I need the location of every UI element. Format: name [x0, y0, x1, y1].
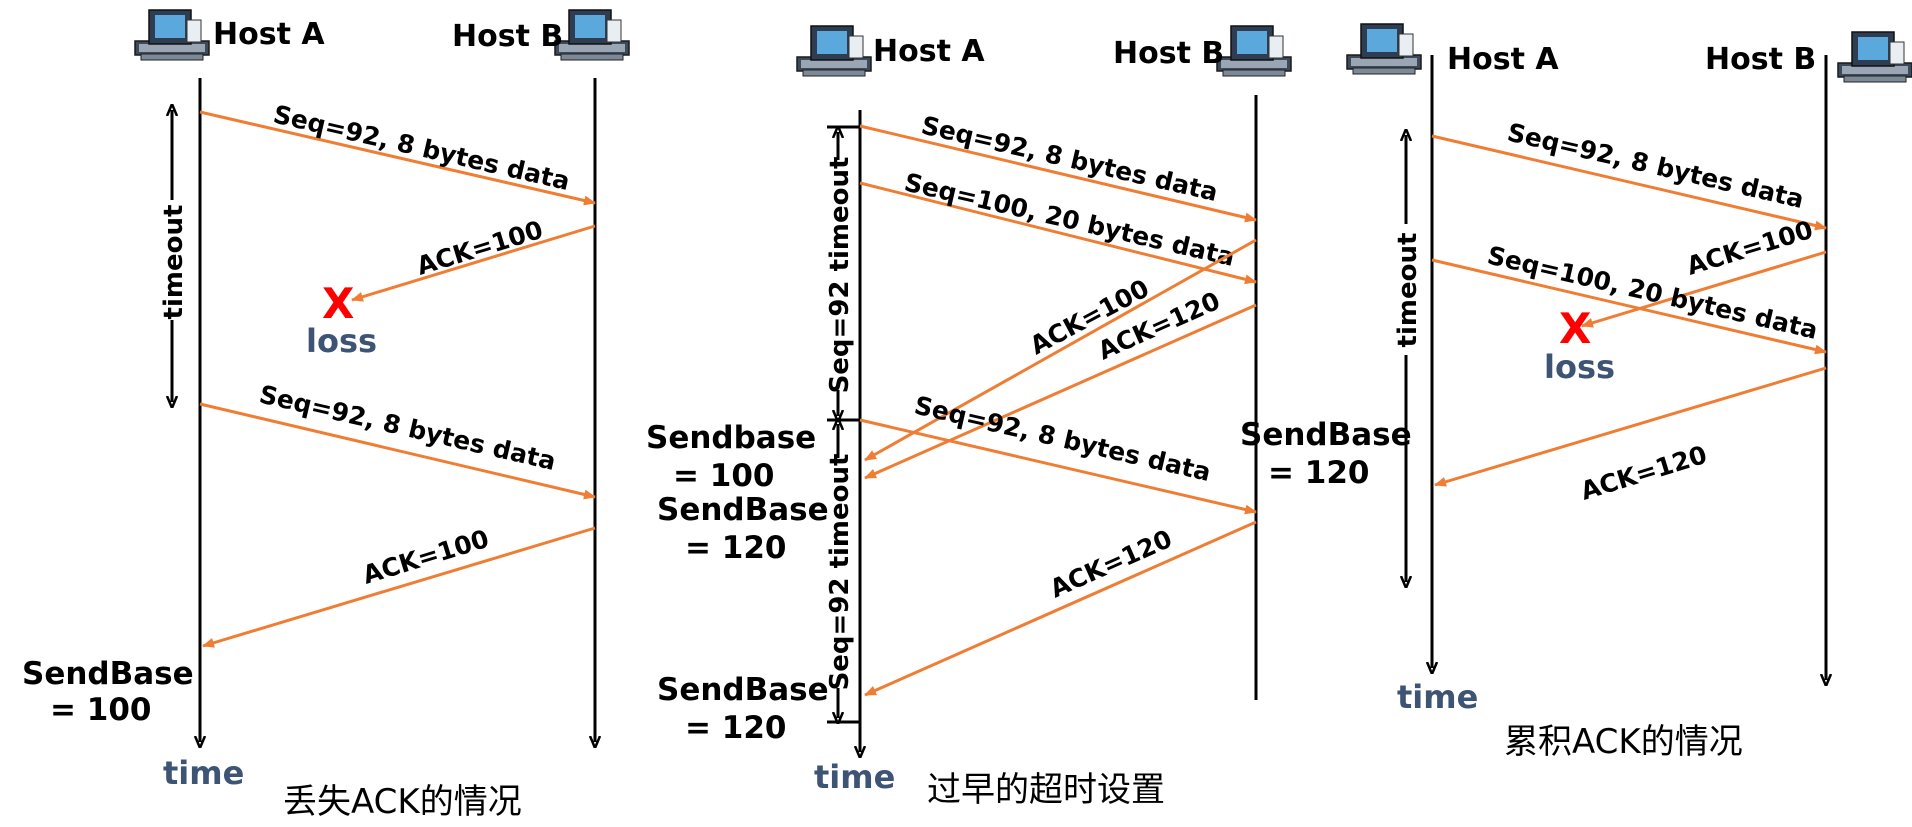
msg-ack100: [202, 526, 596, 648]
host-b-computer-icon: [554, 9, 630, 61]
msg-seq92: [1431, 134, 1827, 231]
msg-seq100: [859, 181, 1257, 285]
host-b-computer-icon: [1837, 31, 1912, 83]
loss-label: loss: [306, 322, 377, 360]
msg-seq92-label: Seq=92, 8 bytes data: [1505, 118, 1807, 214]
host-a-computer-icon: [796, 25, 872, 77]
sendbase-3-value: = 120: [685, 710, 786, 746]
timeout1-label: Seq=92 timeout: [825, 157, 855, 394]
host-a-computer-icon: [1346, 23, 1422, 75]
diagram-cumulative-ack: Host A Host B timeout Seq=92, 8 bytes da…: [1346, 23, 1912, 762]
msg-seq92: [859, 124, 1257, 223]
sendbase-hostb-value: = 120: [1268, 455, 1369, 491]
sendbase-3-label: SendBase: [657, 672, 829, 708]
msg-ack120-2: [864, 520, 1257, 697]
sendbase-1-label: Sendbase: [646, 420, 816, 456]
sendbase-1-value: = 100: [673, 458, 774, 494]
msg-seq92-retransmit: [199, 402, 596, 500]
timeout-label: timeout: [1393, 233, 1423, 348]
msg-ack100-label: ACK=100: [1683, 215, 1816, 281]
msg-seq92-label: Seq=92, 8 bytes data: [271, 100, 573, 196]
timeout2-label: Seq=92 timeout: [825, 454, 855, 691]
caption-premature-timeout: 过早的超时设置: [927, 770, 1165, 810]
sendbase-label: SendBase: [22, 656, 194, 692]
time-label: time: [163, 754, 244, 792]
host-a-computer-icon: [134, 9, 210, 61]
msg-ack100-lost: [351, 224, 596, 302]
msg-ack100: [864, 238, 1257, 462]
loss-label: loss: [1544, 348, 1615, 386]
msg-seq100: [1431, 258, 1827, 355]
msg-ack120: [1434, 366, 1827, 487]
host-b-computer-icon: [1216, 25, 1292, 77]
caption-lost-ack: 丢失ACK的情况: [283, 782, 522, 822]
host-a-label: Host A: [213, 17, 325, 52]
msg-ack120-2-label: ACK=120: [1046, 524, 1177, 603]
msg-ack100-lost: [1581, 250, 1827, 328]
host-b-label: Host B: [452, 19, 563, 54]
diagram-premature-timeout: Host A Host B Seq=92 timeout Seq=92 time…: [646, 25, 1412, 810]
host-b-label: Host B: [1113, 36, 1224, 71]
caption-cumulative-ack: 累积ACK的情况: [1504, 722, 1743, 762]
sendbase-hostb-label: SendBase: [1240, 417, 1412, 453]
host-a-label: Host A: [873, 34, 985, 69]
host-a-label: Host A: [1447, 42, 1559, 77]
msg-seq92-retransmit: [859, 418, 1257, 515]
sendbase-2-label: SendBase: [657, 492, 829, 528]
loss-x-mark: X: [1559, 304, 1591, 353]
msg-ack100-label: ACK=100: [413, 215, 546, 281]
host-b-label: Host B: [1705, 42, 1816, 77]
loss-x-mark: X: [322, 279, 354, 328]
timeout-label: timeout: [159, 205, 189, 320]
diagram-lost-ack: Host A Host B timeout Seq=92, 8 bytes da…: [22, 9, 630, 822]
msg-ack120-label: ACK=120: [1577, 440, 1710, 506]
msg-seq92: [199, 110, 596, 206]
sendbase-2-value: = 120: [685, 530, 786, 566]
time-label: time: [814, 758, 895, 796]
sendbase-value: = 100: [50, 692, 151, 728]
msg-ack120: [864, 303, 1257, 480]
time-label: time: [1397, 678, 1478, 716]
